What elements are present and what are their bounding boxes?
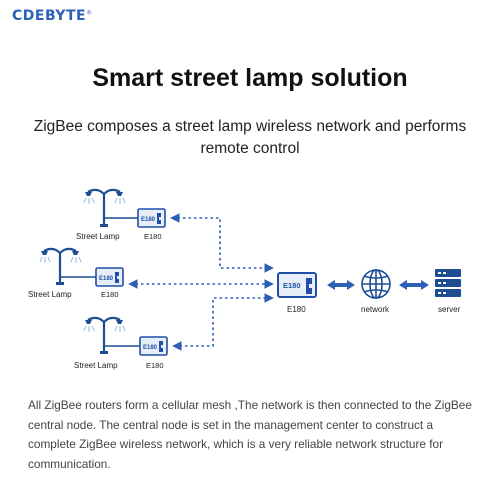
street-lamp-icon	[87, 188, 138, 226]
network-label: network	[361, 305, 390, 314]
network-node: network	[361, 269, 391, 314]
network-diagram: Street Lamp E180 E180 Street Lamp	[28, 188, 461, 370]
street-lamp-icon	[87, 316, 140, 353]
module-label: E180	[101, 290, 119, 299]
module-text: E180	[99, 276, 114, 282]
module-label: E180	[144, 232, 162, 241]
brand-registered-mark: ®	[86, 9, 93, 17]
link-central-network	[327, 280, 355, 290]
central-node: E180 E180	[277, 272, 317, 314]
brand-name: CDEBYTE	[12, 8, 87, 24]
street-lamp-label: Street Lamp	[76, 232, 120, 241]
page-subtitle: ZigBee composes a street lamp wireless n…	[33, 118, 467, 157]
module-text: E180	[141, 217, 156, 223]
street-lamp-2: Street Lamp E180 E180	[28, 247, 124, 299]
mesh-link-3	[172, 293, 274, 351]
street-lamp-icon	[43, 247, 96, 284]
central-module-text: E180	[283, 281, 301, 290]
module-label: E180	[146, 361, 164, 370]
central-node-label: E180	[287, 305, 306, 314]
server-node: server	[435, 269, 461, 314]
mesh-links	[128, 213, 274, 351]
description-text: All ZigBee routers form a cellular mesh …	[28, 398, 472, 471]
e180-module: E180	[95, 267, 124, 287]
module-text: E180	[143, 345, 158, 351]
street-lamp-3: Street Lamp E180 E180	[74, 316, 168, 370]
street-lamp-label: Street Lamp	[74, 361, 118, 370]
brand-logo: CDEBYTE®	[12, 8, 93, 24]
link-network-server	[399, 280, 429, 290]
server-label: server	[438, 305, 461, 314]
mesh-link-1	[170, 213, 274, 273]
e180-module: E180	[137, 208, 166, 228]
page-title: Smart street lamp solution	[92, 64, 408, 92]
street-lamp-label: Street Lamp	[28, 290, 72, 299]
server-icon	[435, 269, 461, 297]
e180-module: E180	[139, 336, 168, 356]
street-lamp-1: Street Lamp E180 E180	[76, 188, 166, 241]
globe-icon	[361, 269, 391, 299]
